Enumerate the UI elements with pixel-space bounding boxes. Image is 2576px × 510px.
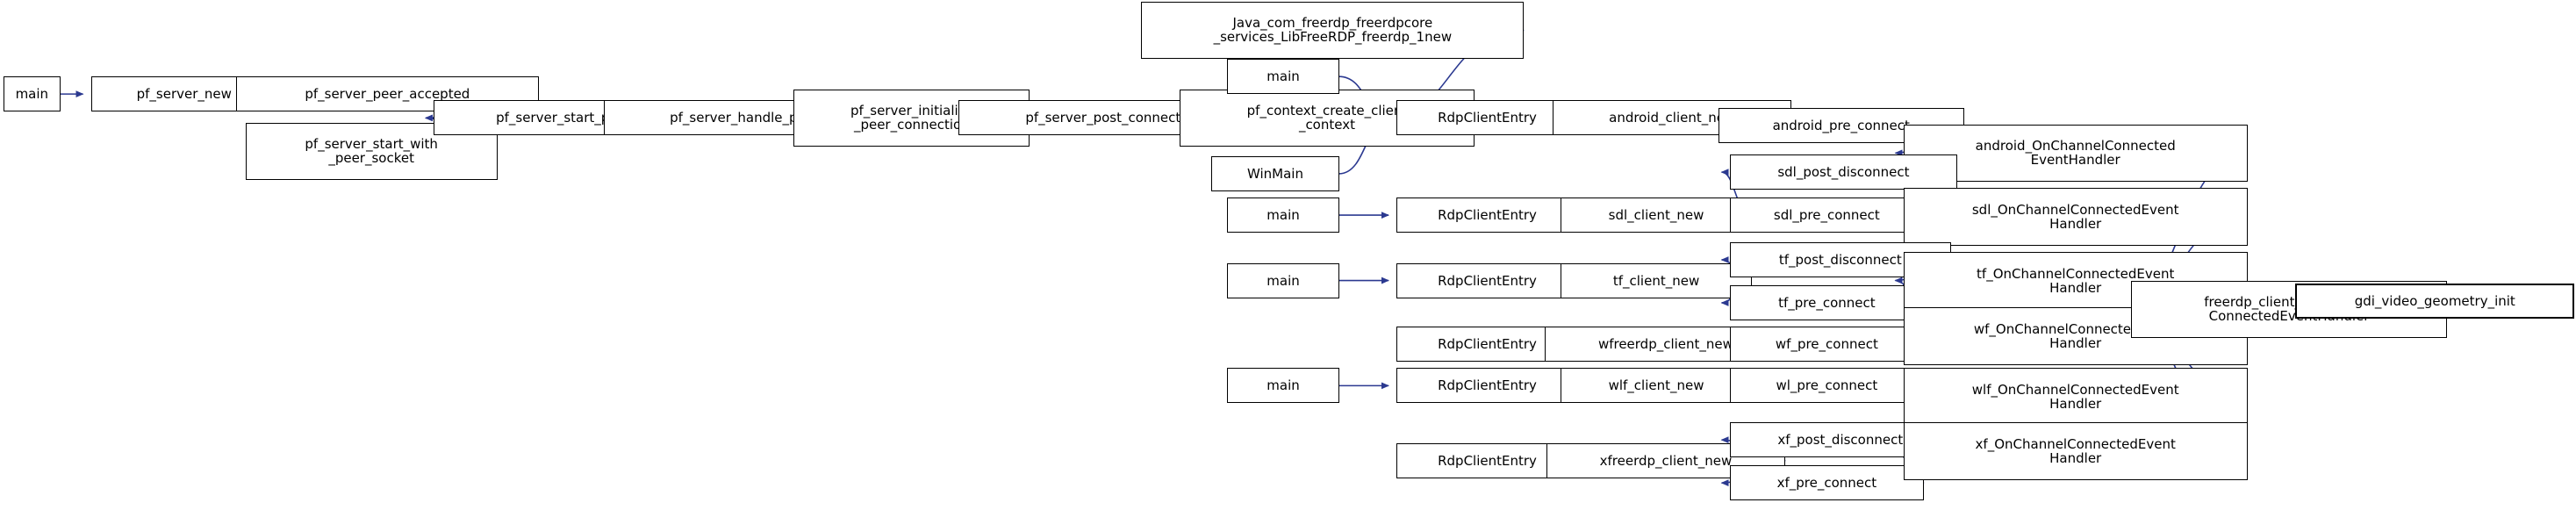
graph-node-label: main	[1266, 377, 1300, 394]
graph-node[interactable]: Java_com_freerdp_freerdpcore _services_L…	[1141, 1, 1525, 60]
graph-node-label: wlf_OnChannelConnectedEvent Handler	[1971, 382, 2179, 413]
graph-node[interactable]: wf_pre_connect	[1729, 327, 1925, 363]
graph-node-label: android_OnChannelConnected EventHandler	[1975, 138, 2176, 169]
graph-node-label: xf_pre_connect	[1776, 475, 1877, 492]
graph-node-label: RdpClientEntry	[1438, 272, 1537, 289]
graph-node[interactable]: main	[1227, 368, 1339, 404]
graph-node[interactable]: xf_pre_connect	[1729, 465, 1925, 501]
graph-node[interactable]: wlf_OnChannelConnectedEvent Handler	[1903, 368, 2248, 426]
graph-node[interactable]: sdl_OnChannelConnectedEvent Handler	[1903, 188, 2248, 246]
graph-node[interactable]: RdpClientEntry	[1396, 198, 1579, 233]
graph-node-label: xf_OnChannelConnectedEvent Handler	[1975, 435, 2176, 466]
graph-node[interactable]: xf_OnChannelConnectedEvent Handler	[1903, 422, 2248, 480]
graph-node-label: main	[1266, 68, 1300, 85]
graph-node-label: Java_com_freerdp_freerdpcore _services_L…	[1213, 15, 1453, 46]
graph-node[interactable]: sdl_client_new	[1561, 198, 1752, 233]
graph-node-label: tf_client_new	[1612, 272, 1700, 289]
graph-node-label: RdpClientEntry	[1438, 377, 1537, 394]
graph-node[interactable]: gdi_video_geometry_init	[2295, 284, 2575, 320]
graph-node-label: android_pre_connect	[1772, 118, 1910, 134]
graph-node-label: wlf_client_new	[1608, 377, 1704, 394]
graph-node[interactable]: tf_client_new	[1561, 262, 1752, 298]
graph-node-label: pf_server_handle_peer	[670, 110, 820, 126]
graph-node-label: RdpClientEntry	[1438, 207, 1537, 224]
graph-node[interactable]: tf_pre_connect	[1729, 284, 1925, 320]
graph-node-label: sdl_OnChannelConnectedEvent Handler	[1971, 201, 2179, 232]
graph-node-label: WinMain	[1246, 165, 1303, 182]
graph-node-label: xf_post_disconnect	[1777, 432, 1904, 449]
graph-node-label: android_client_new	[1609, 110, 1736, 126]
graph-node-label: pf_server_post_connect	[1025, 110, 1181, 126]
graph-node-label: pf_server_new	[136, 86, 232, 103]
graph-node[interactable]: main	[1227, 262, 1339, 298]
graph-node-label: main	[1266, 207, 1300, 224]
graph-node[interactable]: RdpClientEntry	[1396, 368, 1579, 404]
graph-node[interactable]: RdpClientEntry	[1396, 100, 1579, 136]
graph-node[interactable]: main	[1227, 59, 1339, 95]
graph-node-label: sdl_post_disconnect	[1777, 164, 1910, 181]
graph-node[interactable]: sdl_post_disconnect	[1729, 154, 1958, 190]
graph-node[interactable]: wl_pre_connect	[1729, 368, 1925, 404]
graph-node[interactable]: main	[1227, 198, 1339, 233]
graph-node-label: main	[15, 86, 49, 103]
graph-node-label: sdl_pre_connect	[1773, 207, 1880, 224]
graph-node-label: RdpClientEntry	[1438, 336, 1537, 353]
graph-node[interactable]: RdpClientEntry	[1396, 262, 1579, 298]
graph-node-label: tf_post_disconnect	[1778, 251, 1902, 268]
graph-node-label: RdpClientEntry	[1438, 110, 1537, 126]
graph-node[interactable]: sdl_pre_connect	[1729, 198, 1925, 233]
graph-node[interactable]: WinMain	[1211, 155, 1339, 191]
graph-node-label: wf_pre_connect	[1775, 336, 1878, 353]
graph-node-label: gdi_video_geometry_init	[2354, 293, 2515, 310]
graph-node-label: tf_pre_connect	[1778, 294, 1876, 311]
graph-node-label: wfreerdp_client_new	[1597, 336, 1733, 353]
graph-node-label: wl_pre_connect	[1776, 377, 1878, 394]
graph-node-label: xfreerdp_client_new	[1599, 452, 1733, 469]
graph-node[interactable]: main	[3, 76, 61, 112]
graph-node[interactable]: wlf_client_new	[1561, 368, 1752, 404]
graph-node-label: sdl_client_new	[1608, 207, 1704, 224]
graph-node-label: RdpClientEntry	[1438, 452, 1537, 469]
graph-node-label: pf_context_create_client _context	[1246, 103, 1408, 133]
graph-node-label: main	[1266, 272, 1300, 289]
graph-node-label: pf_server_peer_accepted	[305, 86, 470, 103]
graph-node-label: pf_server_start_with _peer_socket	[305, 136, 438, 167]
graph-node-label: pf_server_initialize _peer_connection	[850, 103, 973, 133]
